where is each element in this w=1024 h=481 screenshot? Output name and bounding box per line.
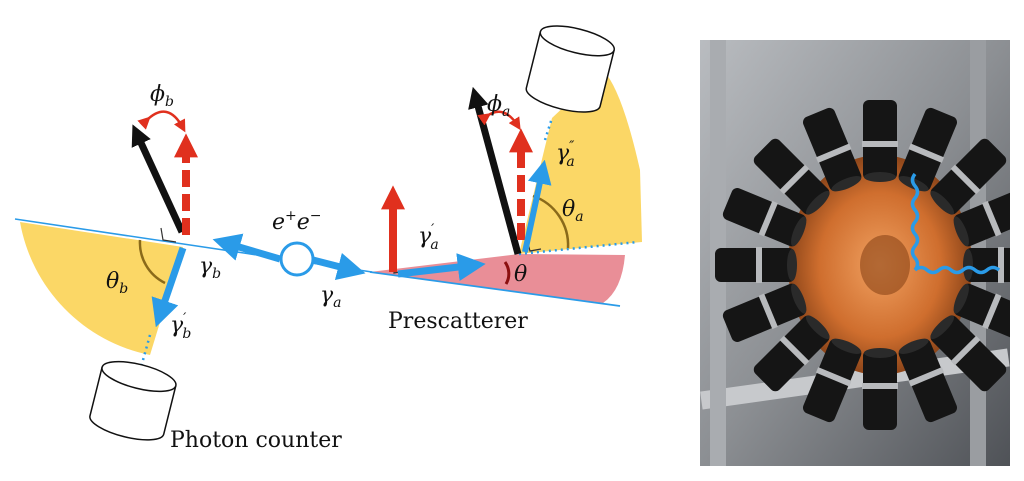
- photo-pmt-tube: [862, 348, 898, 430]
- dotted-line-a: [518, 240, 639, 256]
- detector-array-photo: [700, 40, 1010, 466]
- photo-pmt-tube: [953, 283, 1010, 343]
- scatter-arrow-b: [131, 124, 186, 234]
- prescatterer-label: Prescatterer: [388, 309, 528, 334]
- gamma-a-arrow: [312, 252, 366, 281]
- photon-counter-label: Photon counter: [170, 428, 342, 453]
- theta-arc: [503, 261, 511, 285]
- cone-theta-a: [519, 70, 642, 254]
- photo-pmt-tube: [862, 100, 898, 182]
- dotted-line-a2: [543, 117, 554, 141]
- photo-pmt-tube: [963, 247, 1010, 283]
- theta-label: θ: [514, 262, 527, 287]
- photo-pmt-tube: [930, 138, 1007, 215]
- gamma-a-label: γa: [320, 283, 342, 311]
- photo-pmt-tube: [953, 187, 1010, 247]
- photo-pmt-tube: [802, 107, 862, 192]
- phi-b-label: ϕb: [150, 82, 174, 110]
- prescatter-line: [369, 271, 621, 307]
- photo-photon-path-2: [913, 265, 1001, 275]
- photo-pmt-tube: [722, 187, 807, 247]
- gamma-a-double-prime-label: γ″a: [556, 139, 575, 170]
- gamma-a-double-prime-arrow: [522, 159, 552, 253]
- photo-pmt-tube: [722, 283, 807, 343]
- photon-counter-cylinder: [89, 360, 177, 441]
- gamma-b-arrow: [212, 233, 281, 263]
- gamma-a-prime-arrow: [397, 253, 486, 281]
- photo-pmt-tube: [753, 315, 830, 392]
- right-angle-b: [160, 227, 177, 243]
- gamma-b-prime-label: γ′b: [170, 311, 191, 342]
- cone-theta-b: [20, 222, 183, 355]
- source-circle: [279, 241, 315, 277]
- prescatter-region: [370, 254, 625, 303]
- photo-photon-path-1: [910, 172, 920, 272]
- photo-pmt-tube: [802, 338, 862, 423]
- photo-pmt-tube: [898, 338, 958, 423]
- gamma-a-prime-label: γ′a: [418, 222, 439, 253]
- phi-a-label: ϕa: [487, 92, 510, 120]
- photo-pmt-tube: [753, 138, 830, 215]
- photo-pmt-tube: [930, 315, 1007, 392]
- theta-a-label: θa: [562, 197, 584, 225]
- theta-b-label: θb: [106, 269, 128, 297]
- detector-cylinder: [525, 25, 615, 113]
- theta-b-arc: [138, 239, 166, 285]
- gamma-b-prime-arrow: [151, 246, 187, 328]
- gamma-b-label: γb: [199, 254, 221, 282]
- photo-pmt-tube: [715, 247, 797, 283]
- pair-label: e+e−: [272, 208, 322, 235]
- phi-a-arc: [477, 110, 521, 131]
- scattering-diagram: e+e− γb γa γ′a γ″a γ′b ϕb ϕa θb θa θ Pre…: [14, 25, 642, 453]
- theta-a-arc: [532, 194, 570, 249]
- phi-b-arc: [137, 110, 186, 133]
